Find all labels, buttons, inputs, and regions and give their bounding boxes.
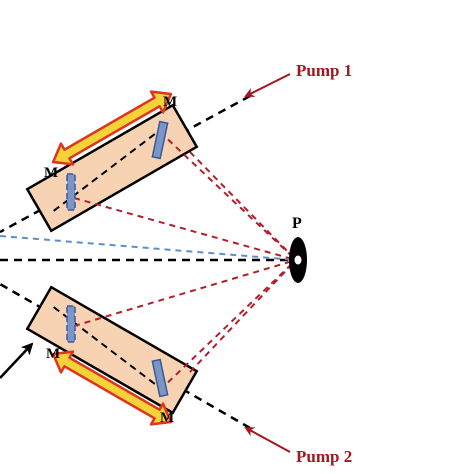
red-beam-upper-2 (73, 197, 297, 261)
mirror-lower-left (66, 305, 76, 343)
mirror-label-upper-left: M (44, 165, 58, 181)
target-label: P (292, 215, 302, 232)
red-beam-lower-3 (159, 259, 297, 391)
mirror-upper-left (66, 173, 76, 211)
target-hole (294, 255, 302, 265)
mirror-label-lower-right: M (160, 410, 174, 426)
mirror-lower-right (151, 358, 169, 398)
red-beam-lower-1 (73, 259, 297, 327)
pump2-label: Pump 2 (296, 447, 352, 466)
sample-target (289, 237, 307, 283)
pump1-label: Pump 1 (296, 61, 352, 80)
mirror-label-upper-right: M (163, 94, 177, 110)
lower-translation-arrow (51, 350, 173, 426)
pump1-arrow (244, 73, 291, 97)
mirror-upper-right (151, 120, 169, 160)
red-beam-lower-2 (189, 259, 297, 373)
red-beam-upper-1 (189, 151, 297, 261)
upper-translation-arrow (51, 90, 173, 166)
lower-left-pointer-arrow (0, 342, 34, 379)
pump2-arrow (244, 427, 291, 453)
blue-beam (0, 235, 297, 261)
red-beam-upper-3 (159, 131, 297, 261)
mirror-label-lower-left: M (46, 346, 60, 362)
